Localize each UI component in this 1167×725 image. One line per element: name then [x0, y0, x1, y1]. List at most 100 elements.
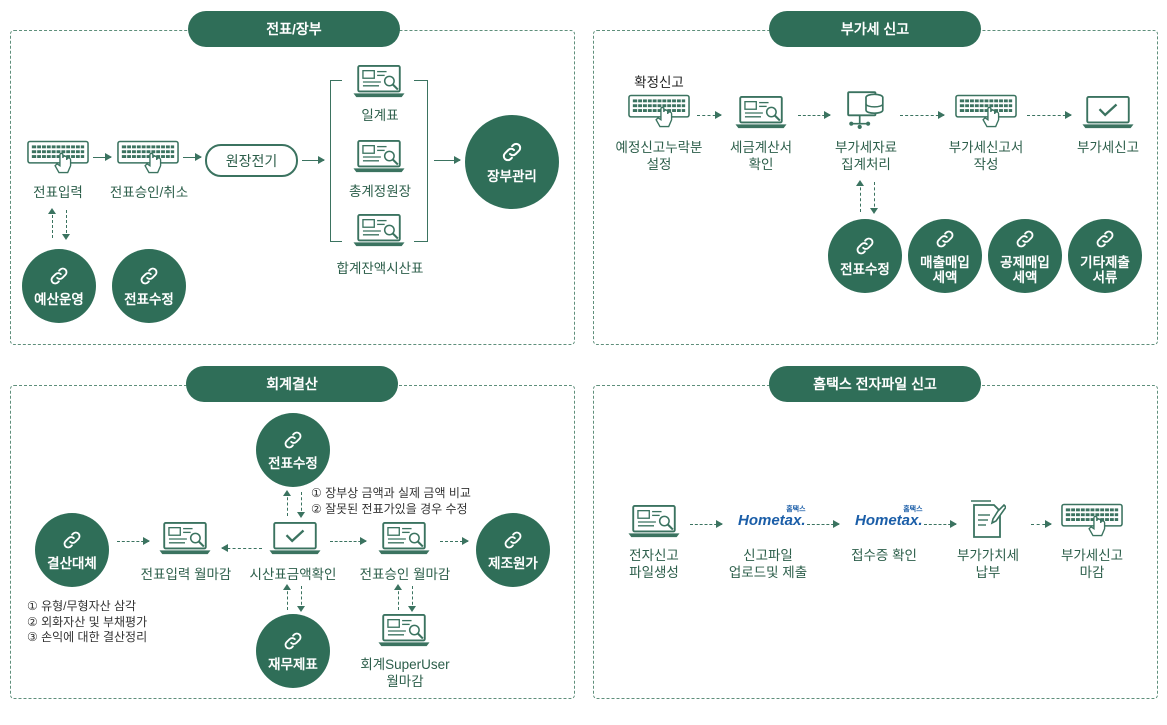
keyboard-icon	[628, 94, 690, 130]
flow-arrow	[93, 153, 112, 161]
ledger-management-circle[interactable]: 장부관리	[465, 115, 559, 209]
voucher-edit-label: 전표수정	[124, 292, 174, 307]
keyboard-icon	[1061, 503, 1123, 539]
closing-title: 회계결산	[186, 366, 398, 402]
keyboard-icon	[955, 94, 1017, 130]
report-laptop-icon	[352, 214, 406, 248]
flow-arrow	[924, 520, 957, 528]
hometax-title: 홈택스 전자파일 신고	[769, 366, 981, 402]
sync-arrow-up	[394, 584, 402, 610]
vat-voucher-edit-label: 전표수정	[840, 262, 890, 277]
link-icon	[854, 235, 876, 257]
flow-arrow	[690, 520, 723, 528]
link-icon	[502, 529, 524, 551]
check-laptop-icon	[1081, 96, 1135, 130]
link-icon	[61, 529, 83, 551]
link-icon	[282, 630, 304, 652]
vat-voucher-edit-circle[interactable]: 전표수정	[828, 219, 902, 293]
keyboard-icon	[117, 140, 179, 176]
database-icon	[845, 88, 887, 130]
link-icon	[934, 228, 956, 250]
daily-report-label: 일계표	[361, 108, 399, 123]
closing-entry-circle[interactable]: 결산대체	[35, 513, 109, 587]
flow-arrow	[440, 537, 469, 545]
flow-arrow	[302, 156, 325, 164]
hometax-logo: Hometax.홈택스	[738, 506, 806, 529]
flow-arrow	[434, 156, 461, 164]
financial-statements-label: 재무제표	[268, 657, 318, 672]
flow-arrow	[1031, 520, 1052, 528]
vat-file-label: 부가세신고	[1076, 140, 1140, 155]
check-laptop-icon	[268, 522, 322, 556]
flow-arrow	[183, 153, 202, 161]
sync-arrow-up	[48, 208, 56, 238]
budget-circle[interactable]: 예산운영	[22, 249, 96, 323]
flow-arrow-back	[221, 544, 262, 552]
budget-label: 예산운영	[34, 292, 84, 307]
keyboard-icon	[27, 140, 89, 176]
voucher-edit-circle[interactable]: 전표수정	[112, 249, 186, 323]
compare-notes: ① 장부상 금액과 실제 금액 비교 ② 잘못된 전표가있을 경우 수정	[311, 486, 471, 516]
report-laptop-icon	[377, 522, 431, 556]
link-icon	[138, 265, 160, 287]
link-icon	[1014, 228, 1036, 250]
closing-notes: ① 유형/무형자산 삼각 ② 외화자산 및 부채평가 ③ 손익에 대한 결산정리	[27, 599, 148, 644]
report-laptop-icon	[158, 522, 212, 556]
financial-statements-circle[interactable]: 재무제표	[256, 614, 330, 688]
flow-arrow	[807, 520, 840, 528]
approve-month-close-label: 전표승인 월마감	[359, 567, 451, 582]
link-icon	[48, 265, 70, 287]
general-ledger-label: 총계정원장	[348, 184, 412, 199]
link-icon	[282, 429, 304, 451]
trial-balance-label: 합계잔액시산표	[336, 261, 424, 276]
report-laptop-icon	[352, 65, 406, 99]
link-icon	[1094, 228, 1116, 250]
sync-arrow-up	[856, 180, 864, 212]
voucher-entry-label: 전표입력	[33, 185, 83, 200]
sync-arrow-up	[283, 490, 291, 516]
report-laptop-icon	[734, 96, 788, 130]
bracket-left	[330, 80, 342, 242]
ledger-post-pill[interactable]: 원장전기	[205, 144, 298, 177]
manufacturing-cost-circle[interactable]: 제조원가	[476, 513, 550, 587]
sync-arrow-up	[283, 584, 291, 610]
flow-arrow	[798, 111, 831, 119]
confirm-report-label: 확정신고	[634, 75, 684, 90]
journal-title: 전표/장부	[188, 11, 400, 47]
link-icon	[500, 140, 524, 164]
sync-arrow-down	[870, 182, 878, 214]
flow-arrow	[117, 537, 150, 545]
manufacturing-cost-label: 제조원가	[488, 556, 538, 571]
flow-arrow	[330, 537, 367, 545]
sync-arrow-down	[408, 586, 416, 612]
sync-arrow-down	[297, 586, 305, 612]
voucher-approve-label: 전표승인/취소	[109, 185, 189, 200]
flow-arrow	[900, 111, 945, 119]
bracket-right	[414, 80, 428, 242]
flow-arrow	[1027, 111, 1072, 119]
closing-voucher-edit-circle[interactable]: 전표수정	[256, 413, 330, 487]
sync-arrow-down	[62, 210, 70, 240]
report-laptop-icon	[627, 505, 681, 539]
hometax-panel	[593, 385, 1158, 699]
closing-voucher-edit-label: 전표수정	[268, 456, 318, 471]
ledger-management-label: 장부관리	[487, 169, 537, 184]
vat-title: 부가세 신고	[769, 11, 981, 47]
report-laptop-icon	[377, 614, 431, 648]
hometax-logo: Hometax.홈택스	[855, 506, 923, 529]
